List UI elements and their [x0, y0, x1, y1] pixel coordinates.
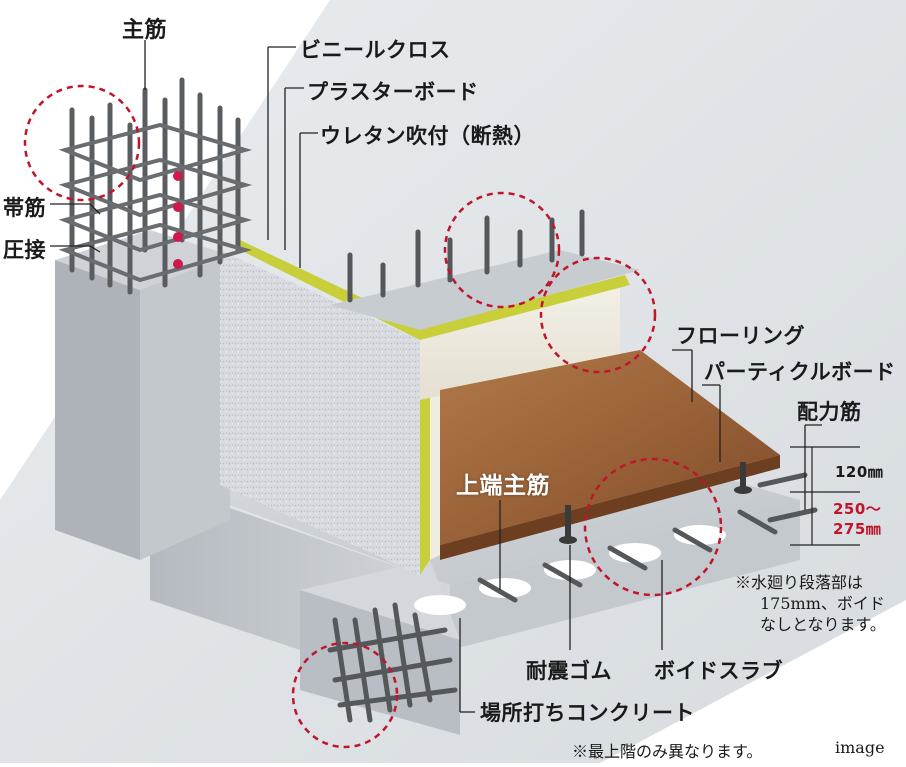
- dim-floor-height: 120㎜: [835, 463, 884, 481]
- column-top: [55, 230, 230, 290]
- note-wet-area-3: なしとなります。: [760, 615, 886, 634]
- label-vinyl-cloth: ビニールクロス: [300, 38, 451, 62]
- column-side: [140, 255, 230, 560]
- image-tag: image: [835, 738, 885, 757]
- back-wall: [420, 285, 620, 400]
- floor-supports: [559, 462, 752, 544]
- column-hoops: [58, 122, 253, 283]
- note-wet-area-2: 175mm、ボイド: [760, 594, 885, 613]
- label-flooring: フローリング: [676, 324, 805, 348]
- label-hoop: 帯筋: [3, 196, 46, 220]
- label-top-main-bar: 上端主筋: [456, 473, 550, 499]
- note-top-floor: ※最上階のみ異なります。: [572, 742, 763, 761]
- label-urethane: ウレタン吹付（断熱）: [320, 124, 535, 148]
- floor-edge: [440, 455, 780, 560]
- label-particle-board: パーティクルボード: [704, 360, 896, 384]
- label-cast-concrete: 場所打ちコンクリート: [480, 701, 695, 725]
- wall-top-rebar: [347, 209, 585, 303]
- dimension-lines: [790, 446, 860, 546]
- dim-slab-range-1: 250〜: [833, 500, 882, 518]
- label-main-rebar: 主筋: [122, 18, 168, 43]
- beam-front: [300, 590, 460, 735]
- dim-slab-range-2: 275㎜: [833, 520, 882, 538]
- beam-rebar: [327, 602, 458, 723]
- label-pressure-weld: 圧接: [3, 238, 46, 262]
- note-wet-area-1: ※水廻り段落部は: [735, 573, 864, 592]
- column-front: [55, 260, 140, 560]
- label-distribution-bar: 配力筋: [797, 400, 862, 424]
- highlight-circles: [23, 84, 723, 749]
- upper-slab: [330, 250, 640, 330]
- label-plasterboard: プラスターボード: [307, 80, 479, 104]
- leader-lines: [50, 40, 822, 713]
- back-wall-insulation: [415, 275, 630, 340]
- label-seismic-rubber: 耐震ゴム: [526, 659, 612, 683]
- wall-front: [220, 250, 420, 575]
- label-void-slab: ボイドスラブ: [654, 659, 783, 683]
- slab-voids: [414, 525, 726, 615]
- floor-top: [440, 350, 780, 545]
- weld-points: [173, 171, 183, 269]
- beam-top: [300, 560, 460, 640]
- slab-rebar: [477, 472, 818, 603]
